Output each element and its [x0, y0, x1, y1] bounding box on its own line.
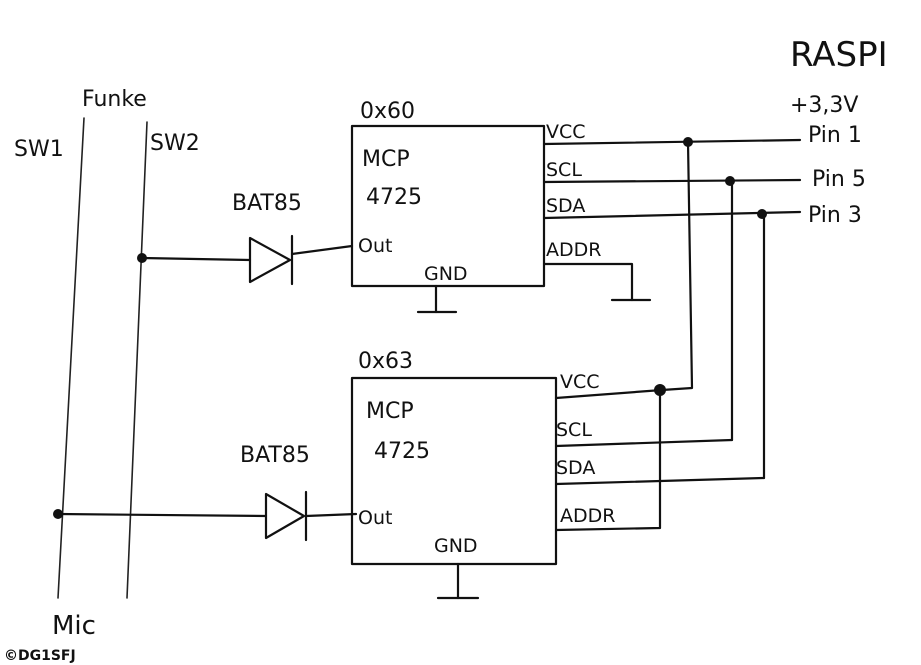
junction-vcc-top — [683, 137, 693, 147]
raspi-pin5: Pin 5 — [812, 167, 866, 192]
junction-vcc-chip2 — [654, 384, 666, 396]
chip-1-vcc: VCC — [546, 121, 586, 143]
chip-1-addr: ADDR — [546, 239, 601, 261]
chip-1-gnd: GND — [424, 263, 468, 285]
chip-2-out: Out — [358, 507, 392, 529]
raspi-supply: +3,3V — [790, 93, 858, 118]
vcc-bus — [660, 140, 694, 392]
diode-1-triangle — [248, 236, 292, 284]
chip-2-scl: SCL — [556, 419, 592, 441]
bus-verticals — [660, 140, 766, 480]
chip-1-address: 0x60 — [360, 99, 415, 124]
copyright: ©DG1SFJ — [4, 648, 76, 664]
radio-lines — [57, 117, 148, 599]
chip-2-body — [350, 376, 558, 566]
chip-2-sda: SDA — [556, 457, 595, 479]
raspi-title: RASPI — [790, 35, 888, 75]
chip-2 — [350, 376, 558, 566]
diode-1 — [140, 234, 354, 286]
diode-1-label: BAT85 — [232, 191, 302, 216]
raspi-pin1: Pin 1 — [808, 123, 862, 148]
chip-1-name: MCP — [362, 147, 410, 172]
chip-1-scl: SCL — [546, 159, 582, 181]
chip-2-addr: ADDR — [560, 505, 615, 527]
diode-2 — [56, 490, 358, 542]
chip-2-name: MCP — [366, 399, 414, 424]
diode-2-label: BAT85 — [240, 443, 310, 468]
junction-scl-top — [725, 176, 735, 186]
mic-label: Mic — [52, 611, 96, 641]
chip-2-gnd: GND — [434, 535, 478, 557]
junction-sw2 — [137, 253, 147, 263]
chip-1-body — [350, 124, 546, 288]
chip-1-part: 4725 — [366, 185, 422, 210]
chip-2-wires — [436, 388, 766, 600]
chip-1-out: Out — [358, 235, 392, 257]
raspi-pin3: Pin 3 — [808, 203, 862, 228]
radio-label: Funke — [82, 87, 147, 112]
chip-2-address: 0x63 — [358, 349, 413, 374]
sw1-line — [57, 117, 85, 599]
diode-2-triangle — [264, 492, 306, 540]
chip-1-sda: SDA — [546, 195, 585, 217]
junction-sda-top — [757, 209, 767, 219]
chip-1 — [350, 124, 546, 288]
sw2-label: SW2 — [150, 131, 200, 156]
sw1-label: SW1 — [14, 137, 64, 162]
chip-2-part: 4725 — [374, 439, 430, 464]
sw2-line — [126, 121, 148, 599]
chip-2-vcc: VCC — [560, 371, 600, 393]
junction-sw1 — [53, 509, 63, 519]
